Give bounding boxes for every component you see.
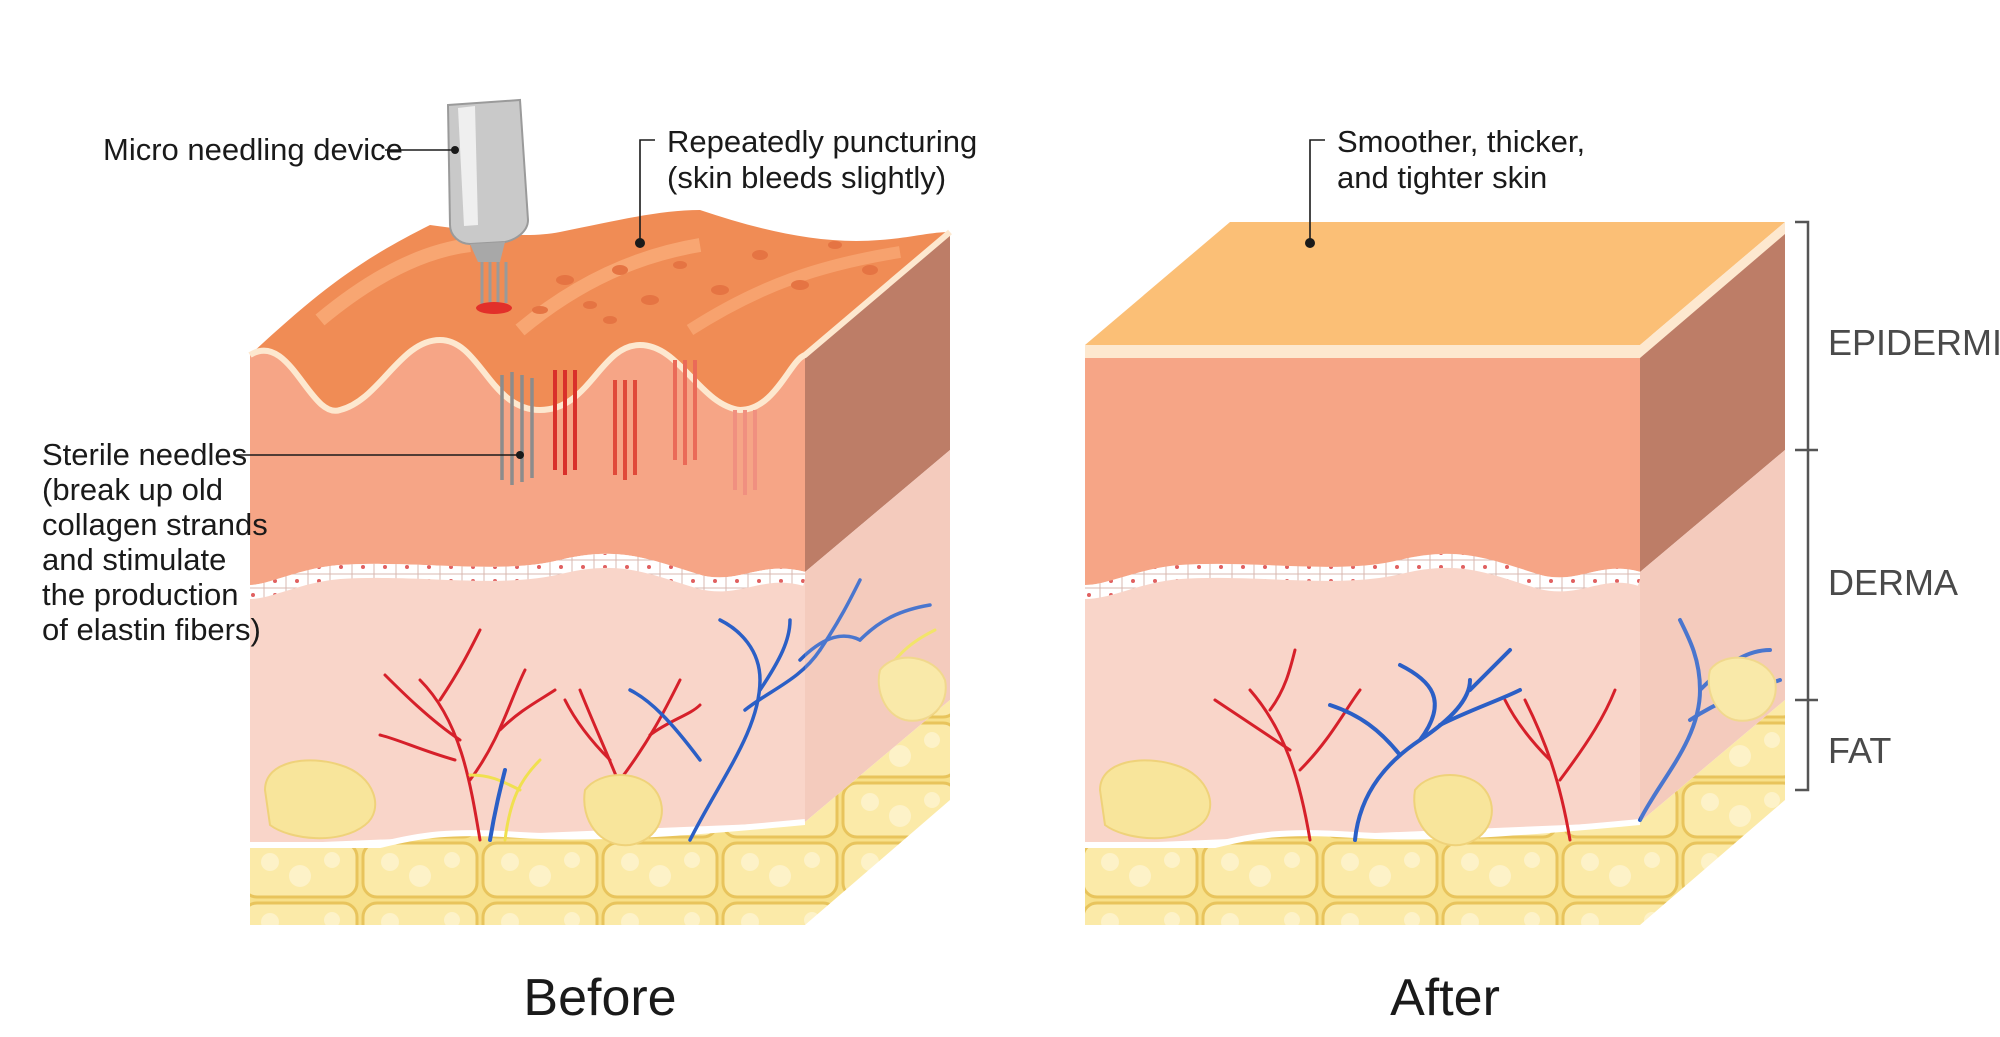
before-side-fat	[805, 700, 950, 925]
device-label: Micro needling device	[103, 132, 403, 167]
before-side-epidermis	[805, 232, 950, 572]
puncture-marks	[532, 241, 878, 324]
before-basal-layer	[250, 553, 805, 599]
after-blood-vessels	[1213, 618, 1782, 842]
micro-needling-device	[446, 98, 530, 314]
after-fat-lobules	[1098, 656, 1777, 847]
puncture-label: Repeatedly puncturing (skin bleeds sligh…	[667, 124, 986, 195]
derma-label: DERMA	[1828, 562, 1958, 603]
before-front-epidermis	[250, 340, 805, 585]
before-front-derma	[250, 553, 805, 845]
layer-brackets	[1795, 220, 1818, 792]
before-skin-block	[248, 98, 952, 925]
after-front-derma	[1085, 553, 1640, 845]
after-side-derma	[1640, 450, 1785, 822]
before-caption: Before	[523, 969, 676, 1027]
before-side-derma	[805, 450, 950, 822]
needle-channels	[553, 360, 757, 495]
after-front-fat	[1085, 822, 1640, 925]
after-side-epidermis	[1640, 232, 1785, 572]
fat-label: FAT	[1828, 730, 1891, 771]
after-caption: After	[1390, 969, 1500, 1027]
sterile-needles	[500, 372, 534, 485]
after-side-fat	[1640, 700, 1785, 925]
after-skin-block	[1085, 222, 1785, 925]
after-basal-layer	[1085, 553, 1640, 599]
epidermis-label: EPIDERMIS	[1828, 322, 2000, 363]
before-fat-lobules	[263, 656, 947, 847]
after-front-epidermis	[1085, 355, 1640, 570]
before-front-fat	[250, 822, 805, 925]
after-note-label: Smoother, thicker, and tighter skin	[1337, 124, 1594, 195]
after-top-epidermis	[1085, 222, 1785, 345]
needles-label: Sterile needles (break up old collagen s…	[42, 437, 276, 647]
leader-lines	[237, 139, 1325, 459]
